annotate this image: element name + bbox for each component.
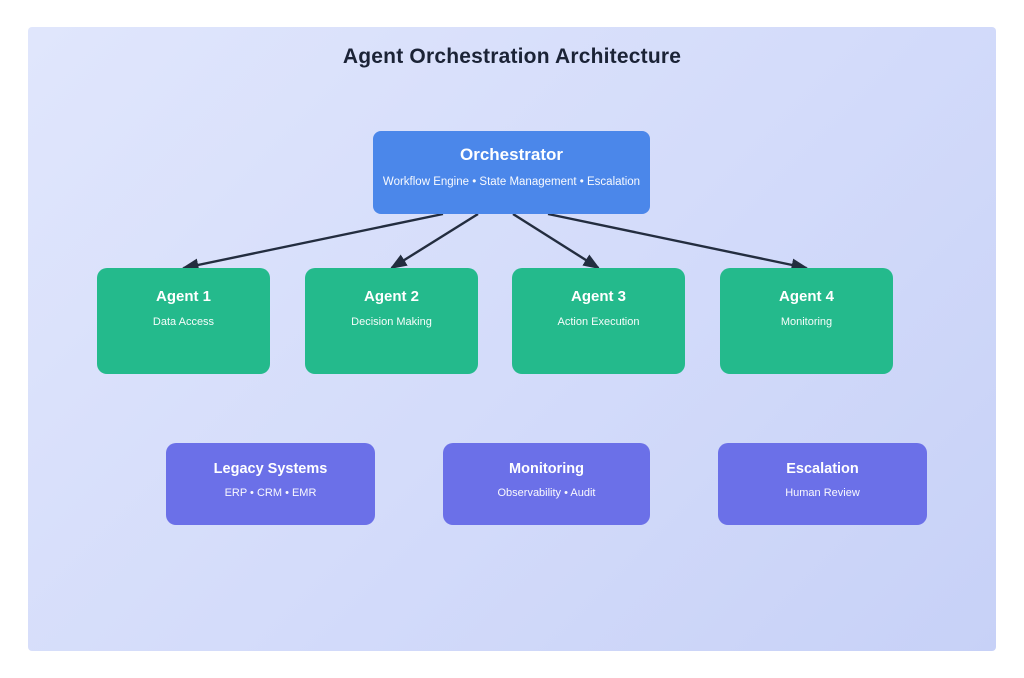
diagram-title: Agent Orchestration Architecture: [342, 45, 682, 68]
node-orchestrator: Orchestrator Workflow Engine • State Man…: [373, 131, 650, 214]
node-title: Orchestrator: [460, 145, 563, 164]
node-title: Agent 2: [363, 288, 419, 305]
node-title: Agent 4: [778, 288, 834, 305]
node-subtitle: Workflow Engine • State Management • Esc…: [382, 176, 641, 189]
node-agent-3: Agent 3 Action Execution: [512, 268, 685, 374]
node-title: Monitoring: [509, 461, 584, 477]
node-monitoring: Monitoring Observability • Audit: [443, 443, 650, 525]
edge-orchestrator-to-agent3: [512, 212, 601, 270]
node-subtitle: ERP • CRM • EMR: [224, 487, 317, 500]
node-legacy-systems: Legacy Systems ERP • CRM • EMR: [166, 443, 375, 525]
node-agent-2: Agent 2 Decision Making: [305, 268, 478, 374]
edge-orchestrator-to-agent1: [181, 212, 444, 272]
edge-orchestrator-to-agent4: [547, 212, 809, 272]
diagram-canvas: Agent Orchestration Architecture Orchest…: [28, 27, 996, 651]
node-title: Agent 1: [155, 288, 211, 305]
node-subtitle: Data Access: [152, 316, 215, 328]
node-title: Agent 3: [570, 288, 626, 305]
node-title: Escalation: [786, 461, 859, 477]
edge-orchestrator-to-agent2: [389, 212, 479, 270]
node-subtitle: Action Execution: [557, 316, 640, 328]
node-subtitle: Human Review: [785, 487, 860, 500]
node-subtitle: Decision Making: [351, 316, 432, 328]
node-subtitle: Observability • Audit: [497, 487, 596, 500]
node-agent-1: Agent 1 Data Access: [97, 268, 270, 374]
node-agent-4: Agent 4 Monitoring: [720, 268, 893, 374]
node-title: Legacy Systems: [213, 461, 328, 477]
node-escalation: Escalation Human Review: [718, 443, 927, 525]
node-subtitle: Monitoring: [780, 316, 833, 328]
